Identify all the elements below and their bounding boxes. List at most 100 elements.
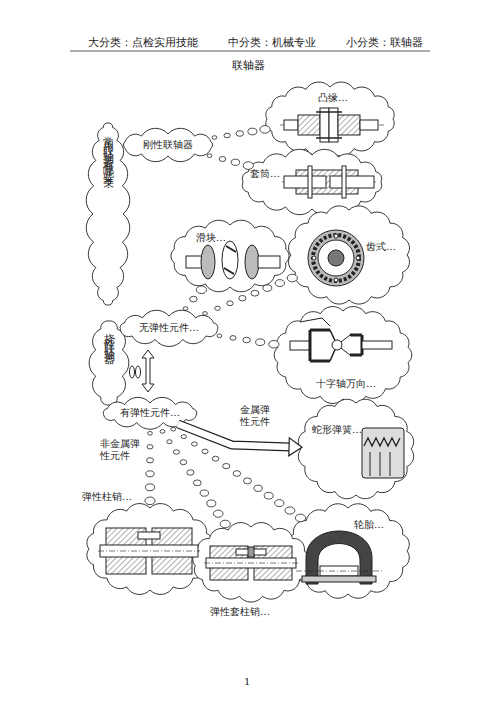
flange-coupling-illustration xyxy=(316,111,342,113)
bubble-connector xyxy=(207,154,253,170)
flange-coupling-illustration xyxy=(320,108,329,142)
thought-bubble xyxy=(239,296,246,301)
cloud-node: 刚性联轴器 xyxy=(118,129,218,161)
sleeve-pin-illustration xyxy=(204,546,298,580)
sleeve-pin-illustration xyxy=(206,558,296,568)
serpentine-spring-illustration xyxy=(362,428,404,478)
bubble-connector xyxy=(217,334,279,348)
bubble-connector xyxy=(183,286,206,310)
thought-bubble xyxy=(287,274,297,282)
thought-bubble xyxy=(173,450,179,454)
thought-bubble xyxy=(167,440,172,444)
thought-bubble xyxy=(190,296,198,302)
cloud-outline xyxy=(238,150,386,214)
slider-coupling-illustration xyxy=(186,241,280,279)
arrow-head xyxy=(289,438,302,456)
node-label: 套筒… xyxy=(250,168,280,180)
sleeve-coupling-illustration xyxy=(330,176,374,188)
thought-bubble xyxy=(160,430,165,434)
universal-joint-illustration xyxy=(337,335,350,355)
node-label: 齿式… xyxy=(366,241,396,253)
header-text: 大分类：点检实用技能 xyxy=(88,36,218,49)
elastic-pin-illustration xyxy=(106,528,146,574)
cloud-outline xyxy=(298,399,413,499)
thought-bubble xyxy=(212,136,217,140)
node-label: 轮胎… xyxy=(354,519,384,531)
annotation-label: 金属弹性元件 xyxy=(240,404,271,428)
cloud-node: 常用联轴器有哪些类？ xyxy=(88,118,128,310)
thought-bubble xyxy=(180,460,187,465)
elastic-pin-illustration xyxy=(98,528,200,574)
sleeve-coupling-illustration xyxy=(308,166,312,198)
annotation-label: 非金属弹性元件 xyxy=(100,438,141,462)
thought-bubble xyxy=(147,445,153,449)
tire-coupling-illustration xyxy=(296,531,382,584)
flange-coupling-illustration xyxy=(298,115,320,135)
elastic-pin-illustration xyxy=(152,528,192,574)
thought-bubble xyxy=(217,334,222,338)
thought-bubble xyxy=(148,432,153,436)
tire-coupling-illustration xyxy=(306,531,372,584)
thought-bubble xyxy=(223,464,230,469)
sleeve-pin-illustration xyxy=(236,549,266,555)
thought-bubble xyxy=(213,510,223,517)
thought-bubble xyxy=(224,133,230,138)
gear-coupling-illustration xyxy=(318,240,354,276)
thought-bubble xyxy=(295,514,305,522)
universal-joint-illustration xyxy=(300,318,330,326)
thought-bubble xyxy=(171,427,176,431)
cloud-node: 套筒… xyxy=(238,150,386,214)
serpentine-spring-illustration xyxy=(364,438,400,446)
thought-bubble xyxy=(227,301,233,306)
gear-coupling-illustration xyxy=(308,230,364,286)
gear-coupling-illustration xyxy=(356,256,360,260)
flange-coupling-illustration xyxy=(280,108,384,142)
flange-coupling-illustration xyxy=(316,137,342,139)
thought-bubble xyxy=(220,520,230,528)
cloud-outline xyxy=(86,123,130,305)
elastic-pin-illustration xyxy=(138,532,160,539)
node-label: 无弹性元件… xyxy=(115,322,223,334)
slider-coupling-illustration xyxy=(186,256,202,268)
thought-bubble xyxy=(233,471,241,477)
oval-symbols xyxy=(130,366,141,378)
thought-bubble xyxy=(275,500,284,507)
cloud-node: 弹性柱销… xyxy=(84,503,216,595)
cloud-outline xyxy=(171,220,289,292)
universal-joint-illustration xyxy=(362,341,392,349)
double-arrow-symbol xyxy=(142,350,154,392)
oval-symbols xyxy=(130,366,135,378)
gear-coupling-illustration xyxy=(334,278,338,282)
universal-joint-illustration xyxy=(330,330,337,361)
sleeve-coupling-illustration xyxy=(296,170,358,194)
tire-coupling-illustration xyxy=(296,571,382,572)
bubble-connector xyxy=(171,427,306,521)
thought-bubble xyxy=(187,470,194,475)
thought-bubble xyxy=(275,280,284,287)
elastic-pin-illustration xyxy=(100,545,198,557)
thought-bubble xyxy=(248,128,257,135)
gear-coupling-illustration xyxy=(328,250,344,266)
tire-coupling-illustration xyxy=(320,566,358,576)
sleeve-coupling-illustration xyxy=(284,176,326,188)
cloud-node: 十字轴万向… xyxy=(272,306,414,404)
page-title: 联轴器 xyxy=(0,59,496,72)
node-label: 弹性柱销… xyxy=(82,491,132,503)
bubble-connector xyxy=(203,274,298,315)
flange-coupling-illustration xyxy=(284,120,298,130)
thought-bubble xyxy=(207,154,212,158)
cloud-node: 无弹性元件… xyxy=(115,311,223,345)
cloud-node: 蛇形弹簧… xyxy=(296,398,416,500)
node-label: 挠性联轴器 xyxy=(102,325,116,350)
sleeve-pin-illustration xyxy=(254,546,292,580)
header-rule xyxy=(70,51,430,52)
elastic-pin-illustration xyxy=(98,551,200,552)
cloud-outline xyxy=(190,522,312,602)
cloud-outline xyxy=(272,306,414,404)
oval-symbols xyxy=(136,366,141,378)
slider-coupling-illustration xyxy=(245,245,259,279)
double-arrow-symbol xyxy=(142,350,154,392)
header-rule xyxy=(70,51,430,52)
